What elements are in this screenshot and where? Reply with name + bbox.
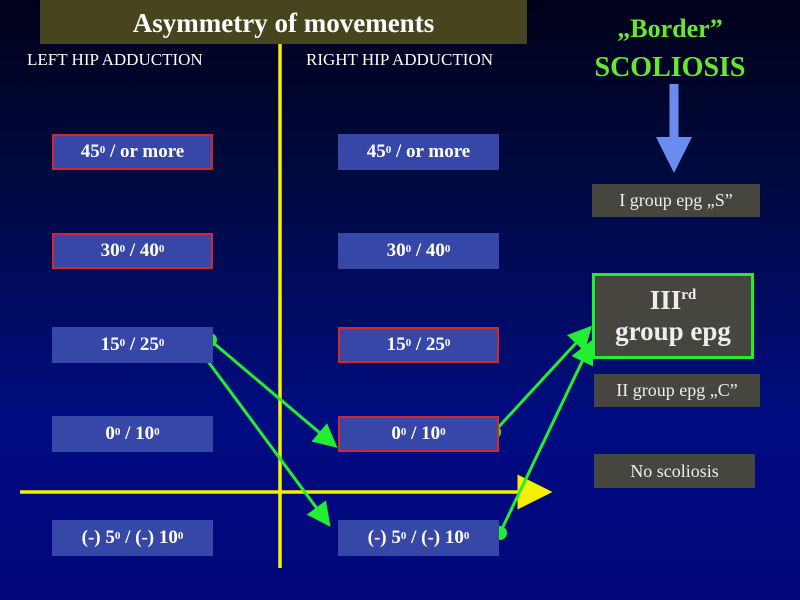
range-text: 0 [463, 530, 470, 542]
range-text: 15 [386, 334, 406, 355]
arrow-right-5-group3 [498, 339, 594, 534]
range-text: 0 [444, 243, 451, 255]
range-text: 0 [405, 337, 412, 349]
range-text: 0 [119, 243, 126, 255]
range-text: / (-) 10 [406, 527, 464, 548]
range-text: 30 [386, 240, 406, 261]
range-text: / (-) 10 [120, 527, 178, 548]
range-text: 15 [100, 334, 120, 355]
arrow-left15-right-5 [202, 355, 331, 527]
range-text: 0 [99, 144, 106, 156]
range-text: 0 [440, 426, 446, 438]
range-text: 0 [105, 423, 115, 444]
range-text: 45 [366, 141, 386, 162]
range-text: 0 [400, 530, 407, 542]
range-text: 0 [400, 426, 407, 438]
group-1-box: I group epg „S” [592, 184, 760, 217]
range-text: 0 [158, 243, 165, 255]
range-text: 0 [119, 337, 126, 349]
range-text: 0 [385, 144, 392, 156]
scoliosis-label: SCOLIOSIS [594, 52, 746, 83]
group-3-sup: rd [681, 286, 697, 303]
range-text: / or more [105, 141, 185, 162]
range-text: 30 [100, 240, 120, 261]
range-text: / or more [391, 141, 471, 162]
range-text: 0 [158, 337, 165, 349]
group-3-box: IIIrd group epg [592, 273, 754, 359]
range-text: 45 [80, 141, 100, 162]
left-header: LEFT HIP ADDUCTION [27, 50, 203, 69]
no-scoliosis-box: No scoliosis [594, 454, 755, 488]
range-text: 0 [405, 243, 412, 255]
range-text: / 25 [411, 334, 445, 355]
range-text: / 10 [120, 423, 155, 444]
right-header: RIGHT HIP ADDUCTION [306, 50, 493, 69]
range-text: / 10 [406, 423, 441, 444]
range-text: / 25 [125, 334, 159, 355]
range-text: 0 [114, 426, 121, 438]
slide-title: Asymmetry of movements [40, 0, 527, 44]
range-text: / 40 [411, 240, 445, 261]
range-text: 0 [114, 530, 121, 542]
range-text: (-) 5 [367, 527, 401, 548]
group-3-line2: group epg [615, 316, 731, 346]
arrow-left15-right0 [209, 338, 338, 448]
range-text: 0 [391, 423, 401, 444]
range-text: (-) 5 [81, 527, 115, 548]
range-text: 0 [154, 426, 160, 438]
group-3-main: III [649, 284, 682, 315]
range-text: 0 [177, 530, 184, 542]
group-2-box: II group epg „C” [594, 374, 760, 407]
range-text: / 40 [125, 240, 159, 261]
border-label: „Border” [617, 14, 723, 43]
range-text: 0 [444, 337, 451, 349]
